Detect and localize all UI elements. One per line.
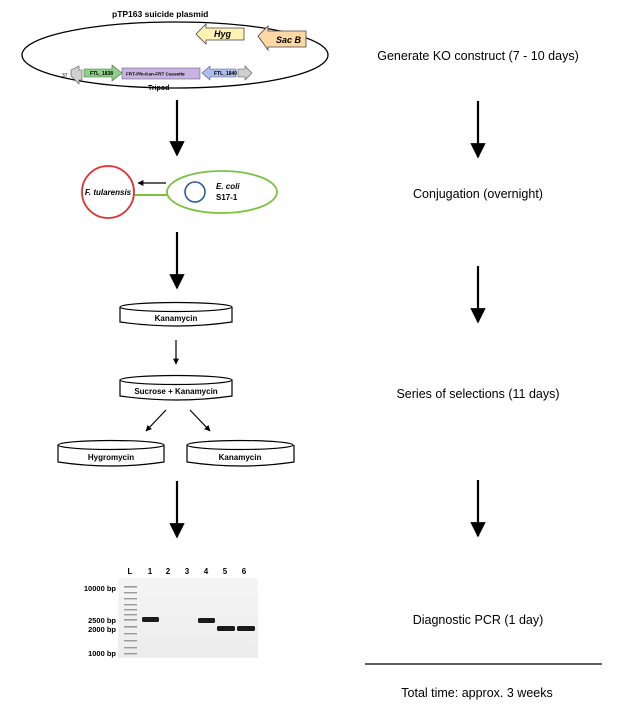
donor-plasmid-ring (184, 181, 206, 203)
ladder-band (124, 609, 137, 611)
gene-left-arrow (83, 64, 123, 82)
recipient-cell (81, 165, 135, 219)
plate-sucrose-kanamycin: Sucrose + Kanamycin (119, 374, 233, 401)
ladder-band (124, 640, 137, 642)
hyg-marker: Hyg (195, 23, 245, 45)
plate-label: Kanamycin (219, 453, 262, 462)
ladder-band (124, 619, 137, 621)
sacb-marker: Sac B (257, 25, 307, 52)
lane-label: 2 (166, 567, 171, 576)
sample-band-lane-4 (198, 618, 215, 623)
plate-kanamycin-2: Kanamycin (186, 439, 295, 467)
ladder-band (124, 598, 137, 600)
plate-kanamycin-1: Kanamycin (119, 301, 233, 327)
plasmid-title: pTP163 suicide plasmid (112, 9, 208, 19)
size-marker-10000: 10000 bp (84, 584, 117, 593)
ladder-band (124, 647, 137, 649)
donor-cell (166, 170, 278, 214)
gel-background (118, 578, 258, 658)
gene-right-label: FTL_1840 (214, 71, 237, 77)
ladder-band (124, 633, 137, 635)
ladder-band (124, 626, 137, 628)
size-marker-1000: 1000 bp (88, 649, 116, 658)
conjugation-diagram: E. coli S17-1 F. tularensis (81, 165, 278, 219)
ladder-band (124, 653, 137, 655)
sample-band-lane-6 (237, 626, 255, 631)
plasmid-map: pTP163 suicide plasmid Hyg Sac B 37 FTL_… (21, 9, 329, 92)
step-label-conjugation: Conjugation (overnight) (413, 187, 543, 201)
plate-hygromycin: Hygromycin (57, 439, 165, 467)
step-label-pcr: Diagnostic PCR (1 day) (413, 613, 544, 627)
recipient-label: F. tularensis (85, 188, 132, 197)
cassette-box (121, 67, 201, 80)
ladder-band (124, 604, 137, 606)
plate-lid (57, 439, 165, 451)
plate-label: Sucrose + Kanamycin (134, 387, 217, 396)
ladder-band (124, 614, 137, 616)
size-marker-2500: 2500 bp (88, 616, 116, 625)
plate-body (57, 445, 165, 467)
flow-arrow-branch-right (189, 409, 211, 432)
total-time-label: Total time: approx. 3 weeks (401, 686, 552, 700)
plate-body (119, 380, 233, 401)
sample-band-lane-1 (142, 617, 159, 622)
plate-lid (186, 439, 294, 451)
fragment-prefix-label: 37 (62, 73, 68, 79)
size-marker-2000: 2000 bp (88, 625, 116, 634)
lane-label: 5 (223, 567, 228, 576)
ladder-band (124, 586, 137, 588)
hyg-label: Hyg (214, 29, 232, 39)
donor-label-line1: E. coli (216, 182, 240, 191)
plasmid-backbone (21, 21, 329, 89)
sacb-arrow-shape (257, 25, 307, 52)
plate-lid (119, 301, 233, 313)
sample-band-lane-5 (217, 626, 235, 631)
lane-label: L (128, 567, 133, 576)
gene-left-label: FTL_1838 (90, 71, 113, 77)
lane-label: 6 (242, 567, 247, 576)
plate-label: Kanamycin (155, 314, 198, 323)
lane-label: 1 (148, 567, 153, 576)
lane-label: 3 (185, 567, 190, 576)
plate-label: Hygromycin (88, 453, 134, 462)
flow-arrow-branch-left (145, 409, 167, 432)
ladder-lane (124, 586, 137, 655)
pcr-gel: L 1 2 3 4 5 6 10000 bp 2500 bp 2 (84, 567, 258, 658)
insert-fragment: 37 FTL_1838 FRT-Pfn-Kan-FRT Cassette FTL… (62, 64, 253, 92)
gene-right-arrow (201, 65, 237, 81)
donor-label-line2: S17-1 (216, 193, 238, 202)
plate-lid (119, 374, 233, 386)
plate-body (186, 445, 295, 467)
cassette-label: FRT-Pfn-Kan-FRT Cassette (126, 72, 185, 77)
lane-label: 4 (204, 567, 209, 576)
hyg-arrow-shape (195, 23, 245, 45)
sacb-label: Sac B (276, 35, 302, 45)
ladder-band (124, 592, 137, 594)
fragment-label: Tripod (148, 85, 169, 92)
step-label-construct: Generate KO construct (7 - 10 days) (377, 49, 578, 63)
right-end-arrow (237, 65, 253, 81)
plate-body (119, 307, 233, 327)
step-label-selections: Series of selections (11 days) (396, 387, 559, 401)
left-end-arrow (70, 65, 83, 85)
